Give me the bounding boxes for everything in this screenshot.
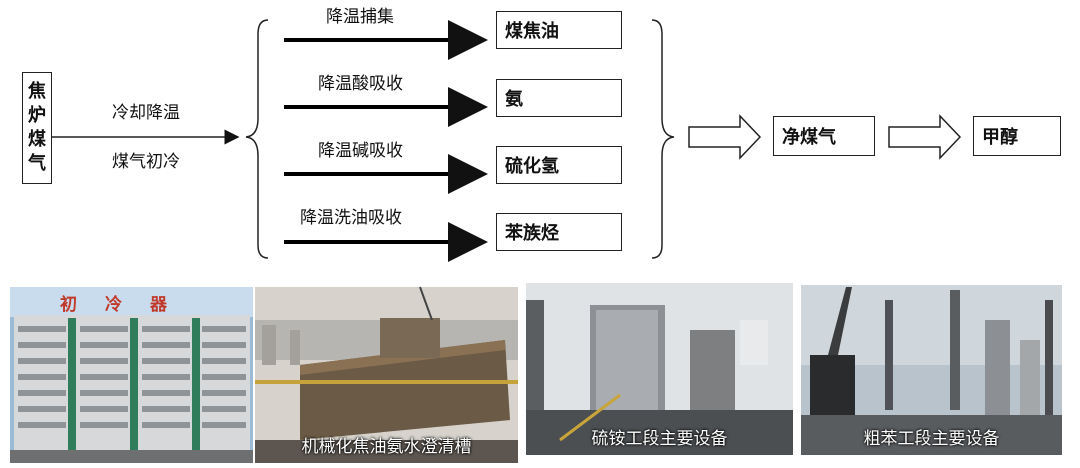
photo-caption-wrap-4: 粗苯工段主要设备 bbox=[801, 285, 1062, 455]
primary-top-label: 冷却降温 bbox=[112, 103, 180, 123]
coke-oven-gas-box: 焦 炉 煤 气 bbox=[22, 72, 52, 184]
product-box-h2s: 硫化氢 bbox=[496, 146, 622, 184]
block-arrow-2 bbox=[888, 114, 962, 160]
branch-process-1: 降温捕集 bbox=[326, 7, 394, 27]
product-label-benzene: 苯族烃 bbox=[505, 223, 559, 244]
branch-process-4: 降温洗油吸收 bbox=[300, 208, 402, 228]
output-box-clean-gas: 净煤气 bbox=[773, 116, 875, 156]
product-box-coal-tar: 煤焦油 bbox=[496, 11, 622, 49]
output-label-clean-gas: 净煤气 bbox=[782, 127, 836, 148]
photo-settling-tank bbox=[255, 286, 518, 463]
photo-caption-wrap-3: 硫铵工段主要设备 bbox=[526, 283, 793, 455]
photo-caption-ammonium-sulfate: 硫铵工段主要设备 bbox=[591, 429, 728, 449]
photo-caption-crude-benzene: 粗苯工段主要设备 bbox=[863, 429, 1000, 449]
product-label-coal-tar: 煤焦油 bbox=[505, 21, 559, 42]
coke-oven-gas-label: 焦 炉 煤 气 bbox=[28, 81, 46, 174]
cooler-sign-text: 初冷器 bbox=[60, 295, 195, 315]
left-brace bbox=[245, 19, 269, 259]
photo-ammonium-sulfate bbox=[526, 283, 793, 455]
branch-process-3: 降温碱吸收 bbox=[318, 141, 403, 161]
right-brace bbox=[651, 19, 675, 259]
product-box-benzene: 苯族烃 bbox=[496, 213, 622, 251]
block-arrow-1 bbox=[688, 114, 762, 160]
photo-crude-benzene bbox=[801, 285, 1062, 455]
photo-caption-settling-tank: 机械化焦油氨水澄清槽 bbox=[301, 437, 472, 457]
photo-caption-wrap-2: 机械化焦油氨水澄清槽 bbox=[255, 287, 518, 463]
output-label-methanol: 甲醇 bbox=[982, 127, 1018, 148]
product-label-ammonia: 氨 bbox=[505, 89, 523, 110]
product-label-h2s: 硫化氢 bbox=[505, 156, 559, 177]
output-box-methanol: 甲醇 bbox=[973, 116, 1061, 156]
primary-bottom-label: 煤气初冷 bbox=[112, 152, 180, 172]
photo-cooler bbox=[10, 287, 253, 463]
branch-process-2: 降温酸吸收 bbox=[318, 74, 403, 94]
product-box-ammonia: 氨 bbox=[496, 79, 622, 117]
